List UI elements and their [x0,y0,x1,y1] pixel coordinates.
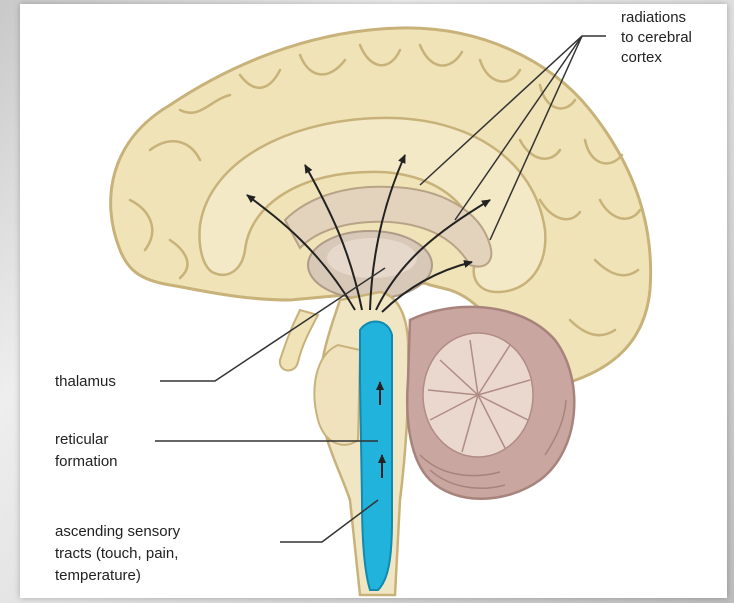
label-ascending-line-2: tracts (touch, pain, [55,545,178,562]
label-reticular: reticular formation [55,431,118,470]
reticular-formation [360,322,392,590]
pituitary [280,310,318,370]
cerebellum [407,307,574,499]
label-radiations-line-1: radiations [621,9,686,26]
label-reticular-line-2: formation [55,453,118,470]
label-reticular-line-1: reticular [55,431,108,448]
label-radiations-line-3: cortex [621,49,662,66]
label-thalamus: thalamus [55,373,116,390]
label-ascending: ascending sensory tracts (touch, pain, t… [55,523,181,584]
pons [314,345,360,445]
label-radiations-line-2: to cerebral [621,29,692,46]
label-ascending-line-3: temperature) [55,567,141,584]
label-ascending-line-1: ascending sensory [55,523,181,540]
label-radiations: radiations to cerebral cortex [621,9,692,66]
